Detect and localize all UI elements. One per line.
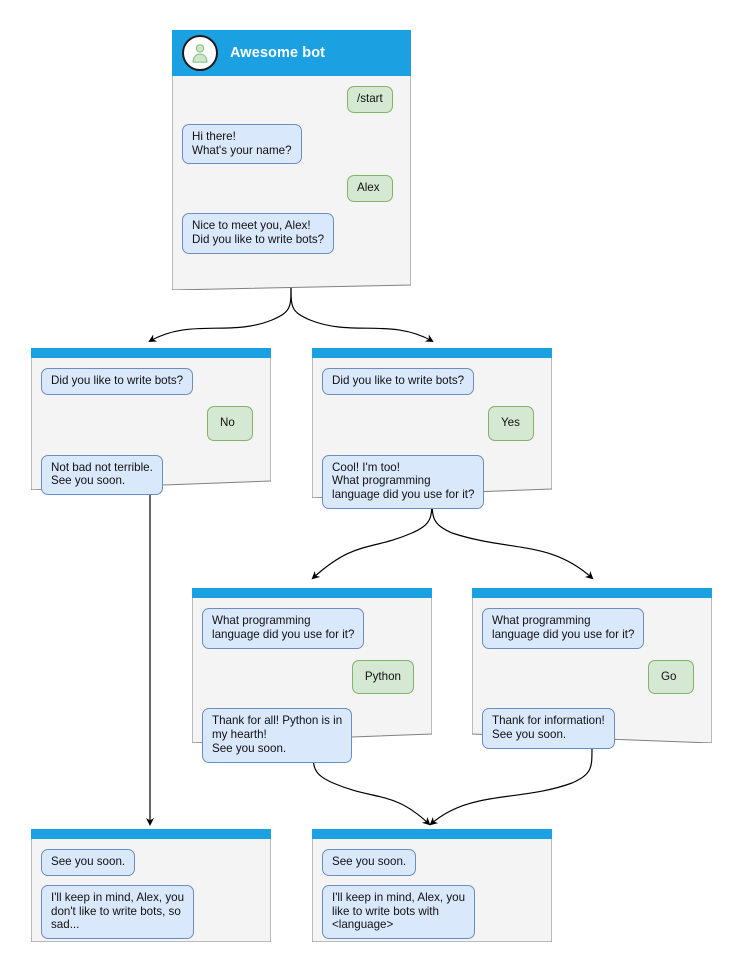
connector-start-to-yes <box>290 286 434 342</box>
start-node[interactable]: Awesome bot /start Hi there! What's your… <box>172 30 411 290</box>
message-row: Did you like to write bots? <box>322 368 542 395</box>
end-no-bots-node[interactable]: See you soon. I'll keep in mind, Alex, y… <box>31 829 271 942</box>
answer-no-node-chat: Did you like to write bots? No Not bad n… <box>31 358 271 510</box>
user-message-bubble[interactable]: Go <box>648 659 694 695</box>
bot-message-bubble[interactable]: Thank for all! Python is in my hearth! S… <box>202 708 353 763</box>
person-avatar-icon <box>182 35 218 71</box>
answer-no-node[interactable]: Did you like to write bots? No Not bad n… <box>31 348 271 496</box>
message-row: Did you like to write bots? <box>41 368 261 395</box>
message-row: Alex <box>182 175 401 203</box>
bot-message-bubble[interactable]: Nice to meet you, Alex! Did you like to … <box>182 213 335 254</box>
message-row: What programming language did you use fo… <box>482 608 702 649</box>
language-python-node-chat: What programming language did you use fo… <box>192 598 432 778</box>
bot-message-bubble[interactable]: I'll keep in mind, Alex, you like to wri… <box>322 884 476 940</box>
message-row: Cool! I'm too! What programming language… <box>322 454 542 509</box>
end-likes-bots-node-header <box>312 829 552 839</box>
message-row: See you soon. <box>322 849 542 876</box>
bot-message-bubble[interactable]: Cool! I'm too! What programming language… <box>322 454 485 509</box>
message-row: Thank for information! See you soon. <box>482 708 702 749</box>
bot-message-bubble[interactable]: See you soon. <box>41 849 136 876</box>
message-row: What programming language did you use fo… <box>202 608 422 649</box>
answer-yes-node-chat: Did you like to write bots? Yes Cool! I'… <box>312 358 552 524</box>
message-row: /start <box>182 86 401 113</box>
bot-message-bubble[interactable]: What programming language did you use fo… <box>202 608 365 649</box>
message-row: Go <box>482 659 702 695</box>
language-go-node[interactable]: What programming language did you use fo… <box>472 588 712 749</box>
message-row: I'll keep in mind, Alex, you like to wri… <box>322 884 542 940</box>
language-python-node-header <box>192 588 432 598</box>
user-message-bubble[interactable]: Alex <box>347 175 393 203</box>
start-node-chat: /start Hi there! What's your name? Alex … <box>172 76 411 269</box>
bot-title: Awesome bot <box>230 45 326 61</box>
bot-message-bubble[interactable]: Thank for information! See you soon. <box>482 708 615 749</box>
bot-message-bubble[interactable]: Hi there! What's your name? <box>182 123 302 165</box>
message-row: Thank for all! Python is in my hearth! S… <box>202 708 422 763</box>
end-no-bots-node-header <box>31 829 271 839</box>
message-row: No <box>41 405 261 441</box>
bot-message-bubble[interactable]: Did you like to write bots? <box>322 368 475 395</box>
answer-yes-node-header <box>312 348 552 358</box>
user-message-bubble[interactable]: Python <box>351 659 414 695</box>
message-row: Nice to meet you, Alex! Did you like to … <box>182 213 401 254</box>
message-row: See you soon. <box>41 849 261 876</box>
connector-start-to-no <box>148 286 292 342</box>
user-message-bubble[interactable]: No <box>207 405 253 441</box>
user-message-bubble[interactable]: Yes <box>488 405 534 441</box>
end-likes-bots-node[interactable]: See you soon. I'll keep in mind, Alex, y… <box>312 829 552 942</box>
bot-message-bubble[interactable]: What programming language did you use fo… <box>482 608 645 649</box>
start-node-header: Awesome bot <box>172 30 411 76</box>
end-no-bots-node-chat: See you soon. I'll keep in mind, Alex, y… <box>31 839 271 954</box>
bot-message-bubble[interactable]: I'll keep in mind, Alex, you don't like … <box>41 884 195 940</box>
language-go-node-chat: What programming language did you use fo… <box>472 598 712 764</box>
bot-message-bubble[interactable]: See you soon. <box>322 849 417 876</box>
language-go-node-header <box>472 588 712 598</box>
message-row: Yes <box>322 405 542 441</box>
message-row: Hi there! What's your name? <box>182 123 401 165</box>
language-python-node[interactable]: What programming language did you use fo… <box>192 588 432 763</box>
user-message-bubble[interactable]: /start <box>347 86 393 113</box>
end-likes-bots-node-chat: See you soon. I'll keep in mind, Alex, y… <box>312 839 552 954</box>
message-row: Not bad not terrible. See you soon. <box>41 454 261 496</box>
message-row: Python <box>202 659 422 695</box>
bot-message-bubble[interactable]: Not bad not terrible. See you soon. <box>41 454 163 496</box>
answer-yes-node[interactable]: Did you like to write bots? Yes Cool! I'… <box>312 348 552 509</box>
message-row: I'll keep in mind, Alex, you don't like … <box>41 884 261 940</box>
answer-no-node-header <box>31 348 271 358</box>
bot-message-bubble[interactable]: Did you like to write bots? <box>41 368 194 395</box>
